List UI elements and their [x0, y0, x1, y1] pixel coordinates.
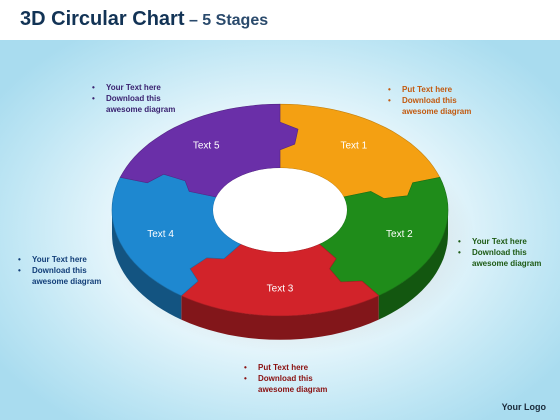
note-line: •Your Text here	[458, 237, 527, 246]
title-sub: 5 Stages	[202, 12, 269, 29]
ring-sides	[112, 210, 448, 340]
stage-5-segment	[119, 103, 299, 198]
bullet-icon: •	[92, 94, 95, 103]
bullet-icon: •	[92, 83, 95, 92]
note-line: awesome diagram	[32, 277, 102, 286]
bullet-icon: •	[388, 96, 391, 105]
logo-text: Your Logo	[501, 402, 546, 412]
note-line: •Download this	[18, 266, 87, 275]
bullet-icon: •	[244, 374, 247, 383]
note-line: awesome diagram	[472, 259, 542, 268]
note-line: •Download this	[458, 248, 527, 257]
note-line: awesome diagram	[402, 107, 472, 116]
stage-4-label: Text 4	[147, 229, 174, 240]
stage-4-side	[112, 210, 182, 320]
stage-2-label: Text 2	[386, 229, 413, 240]
note-bottom: •Put Text here •Download this awesome di…	[244, 362, 327, 395]
note-line: •Put Text here	[244, 363, 309, 372]
bullet-icon: •	[458, 248, 461, 257]
note-line: •Download this	[388, 96, 457, 105]
stage-1-label: Text 1	[340, 141, 367, 152]
note-line: •Your Text here	[18, 255, 87, 264]
bullet-icon: •	[388, 85, 391, 94]
note-line: •Download this	[244, 374, 313, 383]
note-right: •Your Text here •Download this awesome d…	[458, 236, 541, 269]
slide-title: 3D Circular Chart – 5 Stages	[20, 8, 268, 31]
note-line: •Your Text here	[92, 83, 161, 92]
note-top-right: •Put Text here •Download this awesome di…	[388, 84, 471, 117]
note-top-left: •Your Text here •Download this awesome d…	[92, 82, 175, 115]
note-line: awesome diagram	[258, 385, 328, 394]
ring-hole	[213, 168, 347, 252]
title-main: 3D Circular Chart	[20, 8, 185, 30]
note-left: •Your Text here •Download this awesome d…	[18, 254, 101, 287]
stage-3-label: Text 3	[267, 284, 294, 295]
note-line: •Put Text here	[388, 85, 453, 94]
note-line: •Download this	[92, 94, 161, 103]
bullet-icon: •	[18, 266, 21, 275]
bullet-icon: •	[18, 255, 21, 264]
stage-5-label: Text 5	[193, 141, 220, 152]
bullet-icon: •	[458, 237, 461, 246]
stage-3-side	[181, 295, 379, 340]
stage-labels: Text 1 Text 2 Text 3 Text 4 Text 5	[147, 141, 413, 295]
title-separator: –	[184, 12, 203, 29]
bullet-icon: •	[244, 363, 247, 372]
note-line: awesome diagram	[106, 105, 176, 114]
stage-2-side	[378, 210, 448, 320]
